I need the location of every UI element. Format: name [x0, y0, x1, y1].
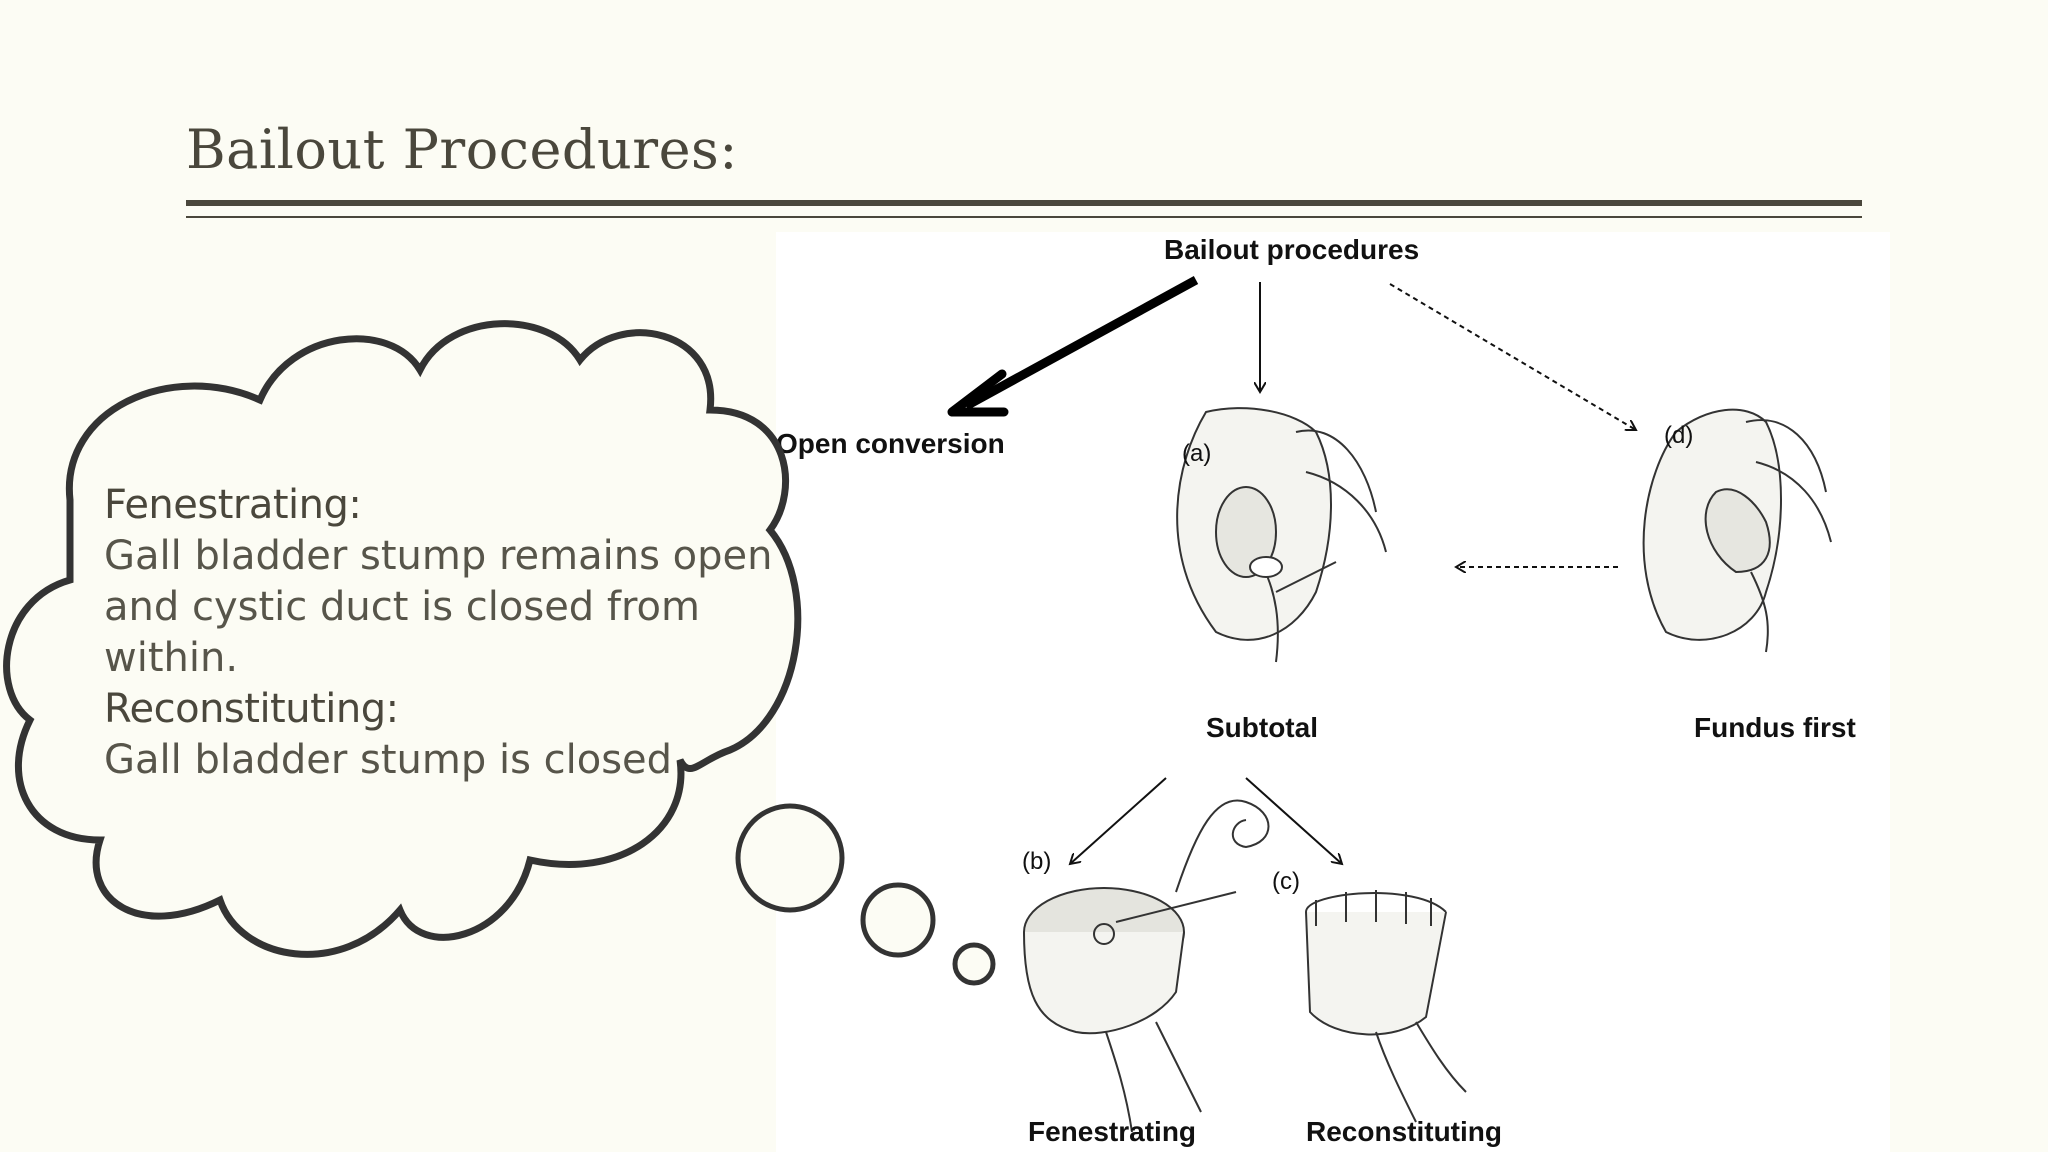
diagram-drawing: [947, 276, 1832, 1133]
title-rule-thick: [186, 200, 1862, 206]
reconstituting-text: Gall bladder stump is closed: [104, 737, 673, 783]
title-rule-thin: [186, 216, 1862, 218]
open-conversion-label: Open conversion: [776, 428, 1005, 459]
reconstituting-heading: Reconstituting:: [104, 686, 399, 732]
fenestrating-letter: (b): [1022, 848, 1052, 875]
arrow-open-conversion: [963, 276, 1199, 410]
subtotal-illustration: [1176, 407, 1387, 663]
bubble-medium: [860, 882, 936, 958]
thought-bubble: [3, 320, 996, 986]
cloud-shape: [3, 320, 802, 958]
reconstituting-illustration: [1305, 890, 1467, 1123]
fenestrating-label: Fenestrating: [1028, 1116, 1197, 1147]
arrow-open-conversion-head: [947, 369, 1009, 417]
subtotal-letter: (a): [1182, 440, 1212, 467]
bailout-diagram: Bailout procedures Open conversion (a) S…: [776, 232, 1890, 1152]
reconstituting-letter: (c): [1272, 868, 1300, 895]
thought-bubble-text: Fenestrating: Gall bladder stump remains…: [104, 480, 784, 786]
fundus-first-illustration: [1642, 408, 1832, 653]
fenestrating-text: Gall bladder stump remains open and cyst…: [104, 533, 773, 681]
arrow-fenestrating: [1070, 777, 1167, 864]
fenestrating-heading: Fenestrating:: [104, 482, 362, 528]
suture-loop: [1175, 799, 1270, 893]
bubble-small: [952, 942, 996, 986]
fundus-first-letter: (d): [1664, 422, 1694, 449]
bubble-large: [735, 803, 845, 913]
fenestrating-illustration: [1023, 887, 1237, 1133]
reconstituting-label: Reconstituting: [1306, 1116, 1502, 1147]
fundus-first-label: Fundus first: [1694, 712, 1856, 743]
subtotal-label: Subtotal: [1206, 712, 1318, 743]
arrow-fundus-first: [1389, 283, 1636, 430]
root-label: Bailout procedures: [1164, 234, 1420, 265]
arrow-reconstituting: [1245, 777, 1342, 864]
slide-title: Bailout Procedures:: [186, 118, 738, 181]
